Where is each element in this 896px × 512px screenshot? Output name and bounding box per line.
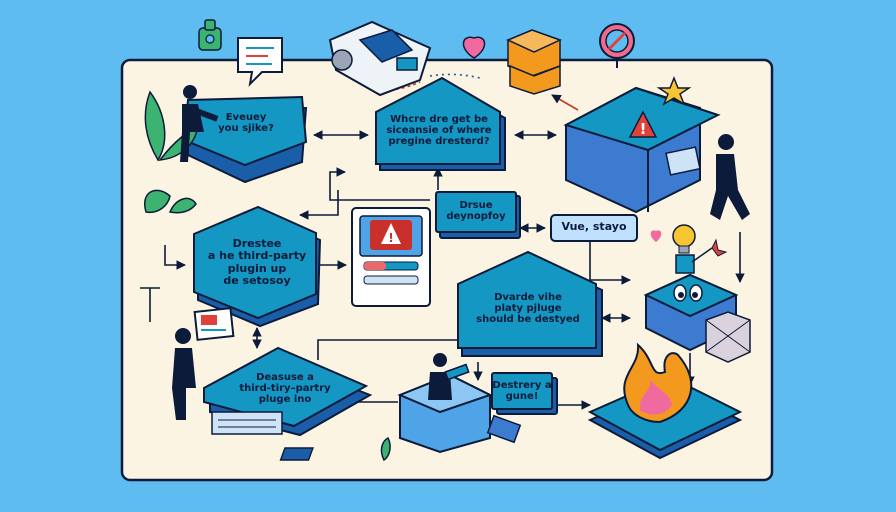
star-icon — [656, 75, 692, 106]
warning-panel: ! — [351, 207, 431, 307]
heart-icon-small — [650, 230, 662, 242]
vr-headset-icon — [328, 20, 432, 97]
node-bottom-left-label: Deasuse a third-tiry–partry pluge ino — [239, 372, 331, 406]
speech-bubble-icon — [237, 37, 283, 87]
crate-with-worker — [279, 353, 522, 461]
lightbulb-icon — [672, 224, 696, 254]
person-top-right — [665, 134, 750, 220]
node-mid-center — [457, 250, 603, 357]
vue-label: Vue, stayo — [561, 220, 627, 233]
person-top-left — [180, 85, 219, 162]
node-mid-left-label: Drestee a he third-party plugin up de se… — [207, 237, 307, 287]
node-top-left — [182, 95, 308, 184]
node-top-right: ! — [563, 86, 721, 214]
svg-text:!: ! — [388, 231, 393, 245]
heart-icon — [462, 36, 486, 59]
person-mid-left — [172, 307, 235, 420]
flame-platform — [587, 342, 743, 460]
boxes-icon — [506, 29, 562, 95]
no-entry-icon — [599, 23, 635, 68]
node-small-center-label: Drsue deynopfoy — [446, 200, 506, 223]
node-mid-left — [193, 205, 322, 328]
node-bottom-center-label: Destrery a gune! — [492, 380, 552, 403]
warning-icon — [628, 110, 658, 138]
node-bottom-center — [491, 372, 558, 415]
node-top-center — [375, 76, 506, 171]
svg-text:!: ! — [640, 120, 647, 138]
node-top-left-label: Eveuey you sjike? — [218, 112, 274, 135]
connector-lines — [140, 73, 579, 322]
puzzle-icon — [198, 19, 222, 51]
node-small-center — [435, 191, 521, 239]
node-bottom-left — [203, 346, 373, 437]
node-mid-center-label: Dvarde vihe platy pjluge should be desty… — [476, 292, 580, 326]
cube-with-eyes — [643, 238, 751, 363]
node-top-center-label: Whcre dre get be siceansie of where preg… — [386, 114, 492, 148]
vue-label-box — [550, 214, 638, 242]
